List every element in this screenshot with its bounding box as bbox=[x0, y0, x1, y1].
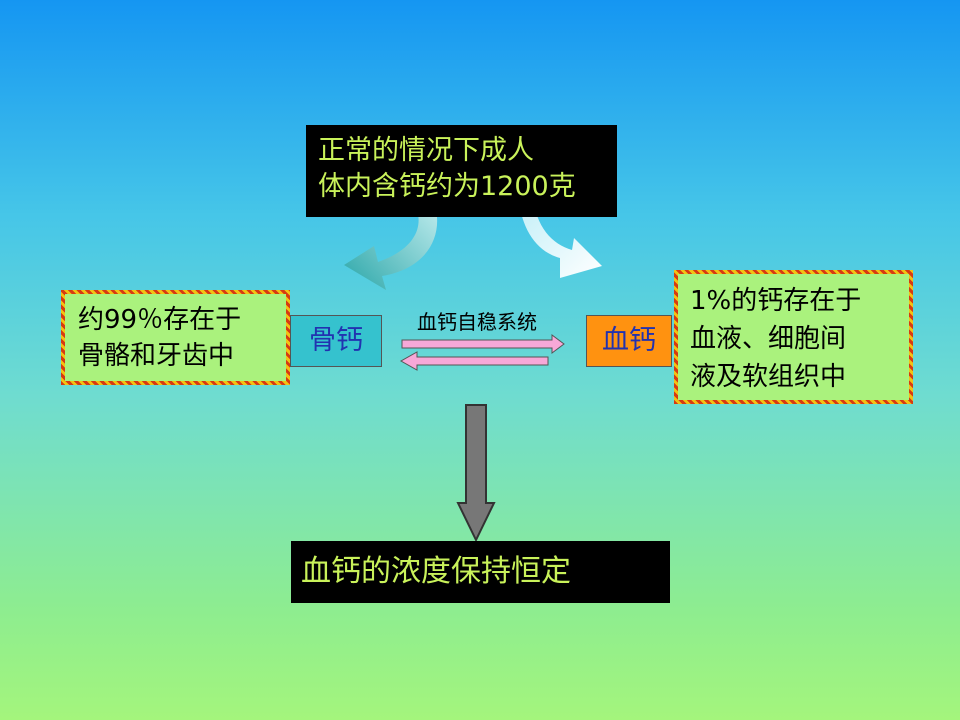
total-calcium-line1: 正常的情况下成人 bbox=[318, 135, 534, 166]
blood-note-line1: 1%的钙存在于 bbox=[690, 286, 862, 316]
total-calcium-line2: 体内含钙约为1200克 bbox=[318, 171, 576, 202]
down-arrow bbox=[456, 404, 496, 543]
constant-concentration-box: 血钙的浓度保持恒定 bbox=[291, 541, 670, 603]
blood-note-line2: 血液、细胞间 bbox=[690, 324, 847, 354]
blood-note-line3: 液及软组织中 bbox=[690, 362, 847, 392]
exchange-arrow-right bbox=[401, 334, 565, 354]
exchange-arrow-left bbox=[399, 351, 549, 371]
blood-distribution-note: 1%的钙存在于 血液、细胞间 液及软组织中 bbox=[674, 270, 913, 404]
bone-note-line1: 约99％存在于 bbox=[78, 305, 242, 335]
bone-calcium-tag: 骨钙 bbox=[290, 315, 382, 367]
curved-arrow-right bbox=[518, 193, 602, 278]
total-calcium-box: 正常的情况下成人 体内含钙约为1200克 bbox=[306, 125, 617, 217]
homeostasis-system-label: 血钙自稳系统 bbox=[417, 310, 537, 334]
bone-note-line2: 骨骼和牙齿中 bbox=[78, 341, 235, 371]
blood-calcium-tag: 血钙 bbox=[586, 315, 672, 367]
curved-arrow-left bbox=[344, 192, 438, 290]
bone-distribution-note: 约99％存在于 骨骼和牙齿中 bbox=[61, 290, 290, 385]
